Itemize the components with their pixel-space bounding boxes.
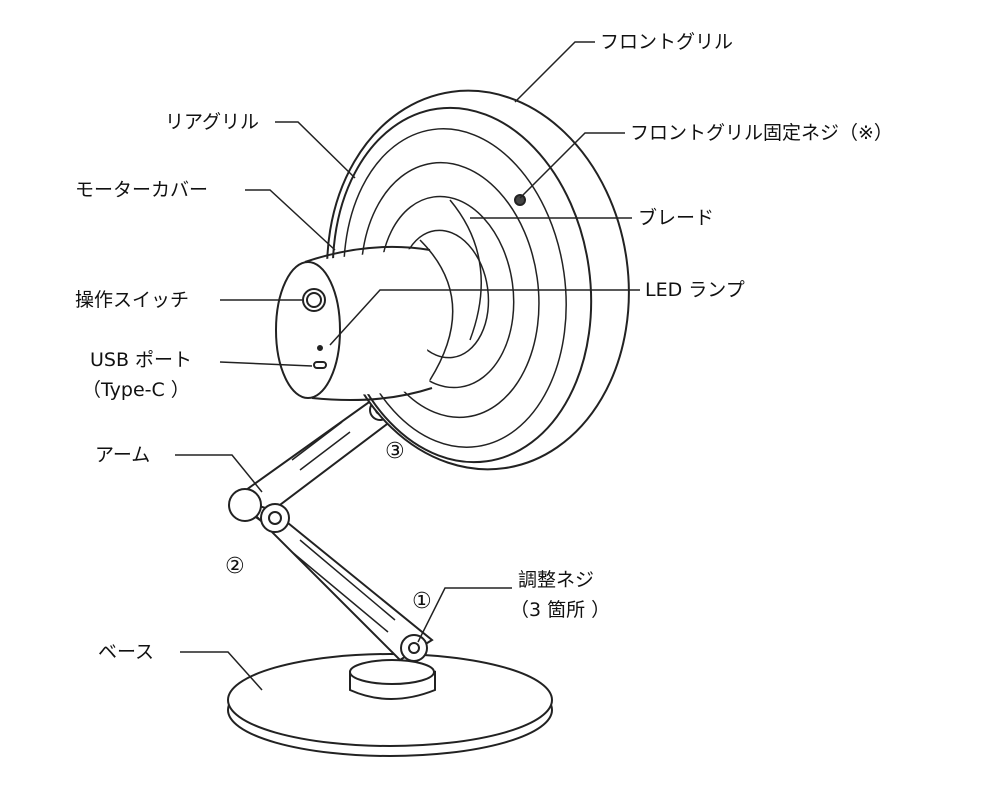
label-front-grille: フロントグリル bbox=[600, 31, 734, 53]
label-usb-type: （Type-C ） bbox=[82, 379, 190, 401]
marker-1: ① bbox=[412, 589, 432, 614]
label-blade: ブレード bbox=[638, 207, 715, 229]
label-front-grille-screw: フロントグリル固定ネジ（※） bbox=[630, 122, 893, 144]
marker-2: ② bbox=[225, 554, 245, 579]
label-rear-grille: リアグリル bbox=[165, 111, 260, 133]
label-base: ベース bbox=[98, 641, 155, 663]
label-motor-cover: モーターカバー bbox=[75, 179, 209, 201]
label-usb-port: USB ポート bbox=[90, 349, 193, 371]
label-operation-switch: 操作スイッチ bbox=[75, 289, 190, 311]
label-adjust-screw: 調整ネジ bbox=[518, 569, 595, 591]
marker-3: ③ bbox=[385, 439, 405, 464]
label-arm: アーム bbox=[95, 444, 151, 466]
label-led-lamp: LED ランプ bbox=[645, 279, 745, 301]
fan-head-drawing bbox=[275, 89, 630, 471]
label-adjust-screw-count: （3 箇所 ） bbox=[510, 599, 611, 621]
leader-lines bbox=[175, 41, 640, 691]
arm-drawing bbox=[228, 398, 434, 662]
base-drawing bbox=[227, 653, 553, 757]
